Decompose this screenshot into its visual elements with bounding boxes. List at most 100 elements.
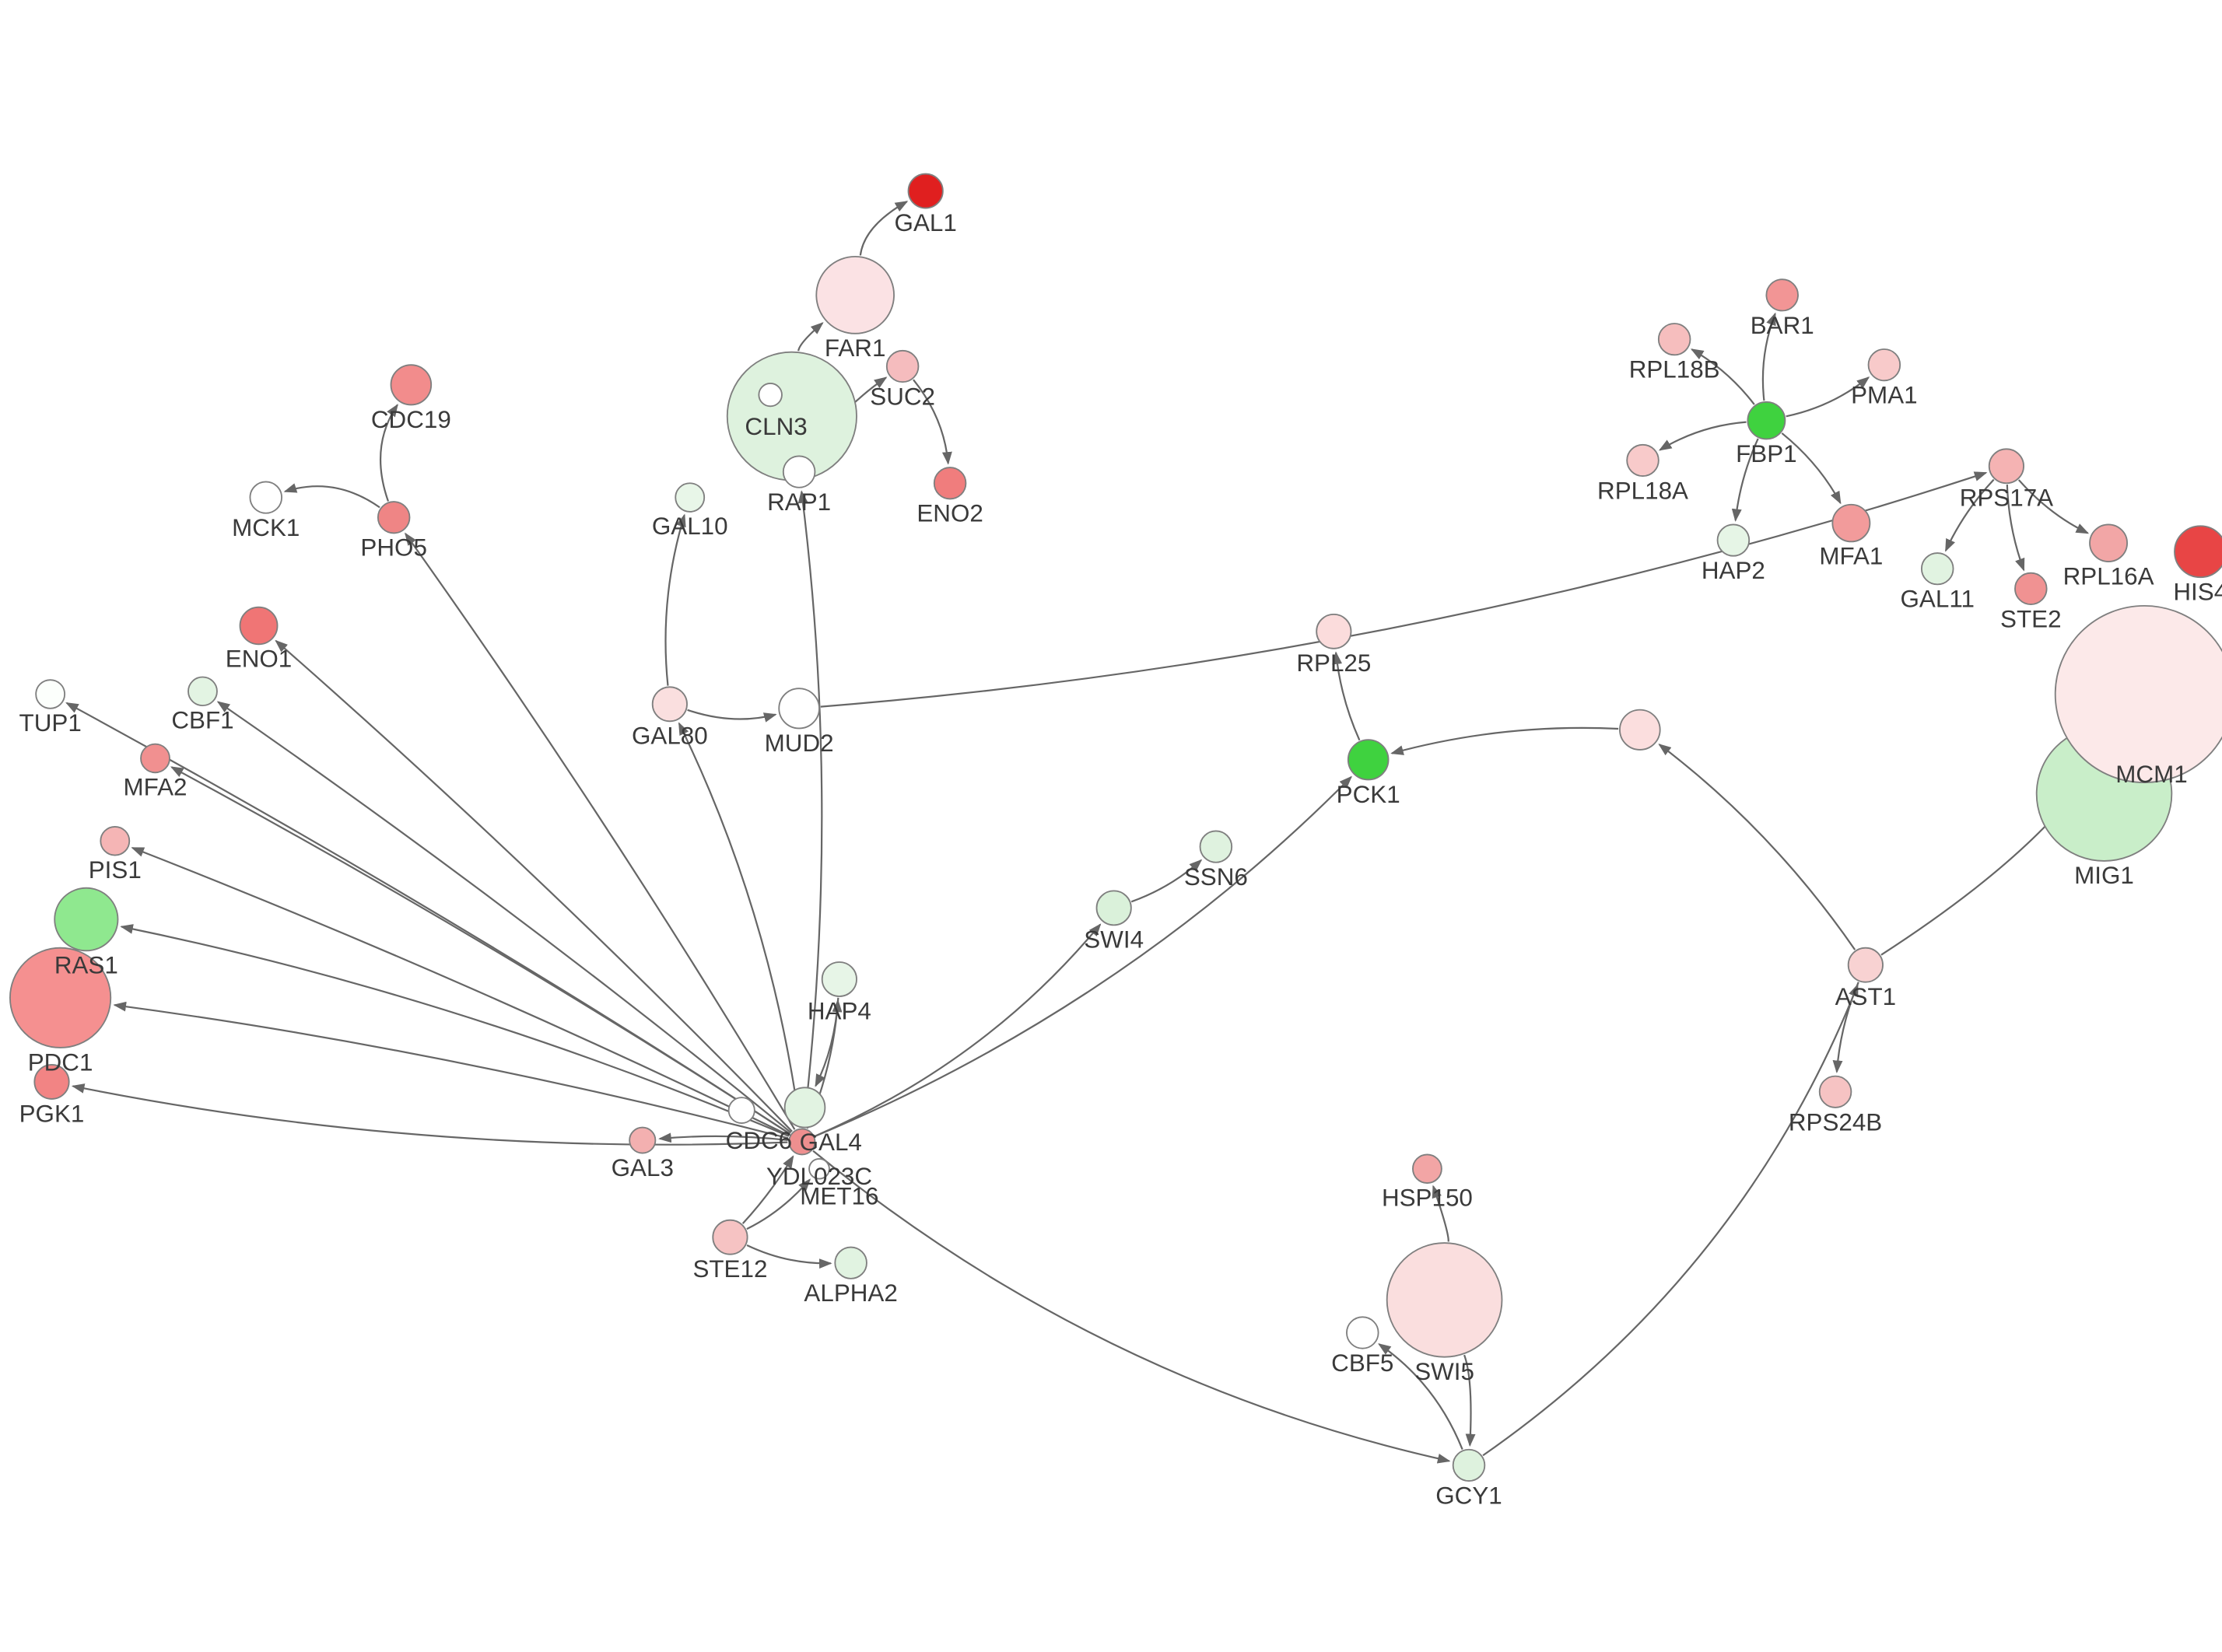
node-GAL4[interactable] [788,1128,816,1156]
edge-GAL4-PGK1[interactable] [71,1083,788,1146]
edge-GAL4-TUP1[interactable] [65,702,790,1135]
edge-SWI5-GCY1[interactable] [1463,1354,1476,1447]
node-PIS1[interactable] [100,826,131,856]
edge-GAL4-PCK1[interactable] [815,775,1352,1137]
edge-FBP1-RPL18B[interactable] [1690,348,1755,405]
edge-GCY1-AST1[interactable] [1482,983,1859,1457]
edge-GAL80-MUD2[interactable] [687,709,777,723]
node-CDC6[interactable] [727,1097,755,1125]
node-RPS24B[interactable] [1818,1075,1852,1108]
edge-SUC2-ENO2[interactable] [913,379,952,465]
node-MUD2[interactable] [778,688,820,730]
node-GAL80[interactable] [651,686,688,723]
node-PDC1[interactable] [9,947,112,1048]
edge-GAL4-CBF1[interactable] [216,701,792,1134]
node-PCK1[interactable] [1347,739,1390,781]
edge-FBP1-MFA1[interactable] [1781,432,1842,505]
edge-RPS17A-RPL16A[interactable] [2017,479,2090,534]
node-RPL18A[interactable] [1626,443,1659,478]
node-SWI4[interactable] [1095,890,1132,926]
node-GAL11[interactable] [1920,552,1954,586]
edge-SWI5-HSP150[interactable] [1432,1185,1449,1242]
edge-STE12-ALPHA2[interactable] [746,1244,832,1269]
edge-GAL80-GAL10[interactable] [664,513,686,686]
edge-SWI4-SSN6[interactable] [1130,859,1203,903]
node-STE12[interactable] [712,1219,748,1255]
edge-NODE_B-PCK1[interactable] [1390,726,1619,755]
node-label-AST1: AST1 [1835,983,1897,1010]
edge-GAL4-PIS1[interactable] [131,847,790,1136]
edge-RPS17A-GAL11[interactable] [1944,478,1995,552]
node-NODE_A[interactable] [758,383,783,408]
edge-GAL4-RAP1[interactable] [797,490,823,1128]
node-MCK1[interactable] [249,481,283,514]
edge-PCK1-RPL25[interactable] [1332,651,1361,741]
edge-CLN3-FAR1[interactable] [797,322,824,352]
edge-GAL4-PHO5[interactable] [405,532,796,1130]
node-NODE_B[interactable] [1619,709,1661,751]
node-MET16[interactable] [808,1157,830,1180]
node-GAL1[interactable] [907,173,944,209]
node-SUC2[interactable] [885,349,920,383]
node-FBP1[interactable] [1747,401,1786,440]
edge-HAP4-YDL023C[interactable] [815,997,839,1087]
edge-GAL4-GAL3[interactable] [658,1132,788,1143]
edge-GAL4-MFA2[interactable] [170,766,790,1135]
node-GAL3[interactable] [629,1126,657,1154]
node-label-MCK1: MCK1 [232,514,300,541]
node-HIS4[interactable] [2174,525,2222,579]
node-FAR1[interactable] [815,255,895,334]
edge-FBP1-PMA1[interactable] [1786,376,1870,418]
node-RPL16A[interactable] [2089,523,2128,562]
node-GAL10[interactable] [675,482,706,513]
node-MCM1[interactable] [2054,604,2222,783]
edge-PHO5-MCK1[interactable] [283,483,380,509]
node-RAP1[interactable] [782,455,816,488]
node-YDL023C[interactable] [783,1087,826,1129]
edge-FBP1-RPL18A[interactable] [1658,421,1747,451]
node-RAS1[interactable] [54,887,119,952]
edge-GAL4-PDC1[interactable] [113,1001,789,1139]
node-BAR1[interactable] [1765,278,1799,312]
edge-RPS17A-STE2[interactable] [2006,485,2025,572]
node-MFA1[interactable] [1831,503,1871,543]
node-CBF1[interactable] [188,676,218,707]
edge-FAR1-GAL1[interactable] [859,201,909,256]
edge-AST1-NODE_B[interactable] [1658,744,1856,950]
node-PGK1[interactable] [33,1064,70,1100]
node-HAP2[interactable] [1716,523,1751,557]
node-PMA1[interactable] [1867,348,1901,382]
node-SSN6[interactable] [1199,830,1233,863]
node-TUP1[interactable] [35,679,66,709]
node-AST1[interactable] [1847,947,1884,983]
node-RPS17A[interactable] [1988,448,2024,485]
node-RPL18B[interactable] [1657,323,1691,356]
edge-FBP1-BAR1[interactable] [1761,312,1776,401]
node-MFA2[interactable] [140,743,170,774]
node-RPL25[interactable] [1316,613,1352,649]
edge-GAL4-GCY1[interactable] [812,1150,1451,1464]
node-HSP150[interactable] [1412,1153,1442,1184]
edge-MUD2-RPS17A[interactable] [820,471,1988,708]
edge-PHO5-CDC19[interactable] [379,404,398,502]
node-ENO2[interactable] [933,467,967,500]
edge-STE12-MET16[interactable] [746,1178,811,1230]
node-HAP4[interactable] [821,961,857,997]
node-label-PHO5: PHO5 [360,534,426,562]
edge-GAL4-SWI4[interactable] [815,923,1102,1137]
node-SWI5[interactable] [1386,1242,1503,1358]
edge-GAL4-ENO1[interactable] [275,639,793,1132]
node-ALPHA2[interactable] [834,1246,867,1279]
edge-GCY1-CBF5[interactable] [1378,1343,1463,1450]
edge-GAL4-GAL80[interactable] [678,722,801,1128]
node-GCY1[interactable] [1452,1448,1486,1482]
edge-STE12-GAL4[interactable] [741,1155,794,1224]
node-STE2[interactable] [2014,572,2048,605]
node-ENO1[interactable] [239,606,279,646]
edge-GAL4-RAS1[interactable] [120,924,790,1137]
edge-FBP1-HAP2[interactable] [1731,438,1759,522]
node-PHO5[interactable] [377,501,411,534]
node-CDC19[interactable] [390,364,433,406]
node-CBF5[interactable] [1346,1316,1379,1349]
